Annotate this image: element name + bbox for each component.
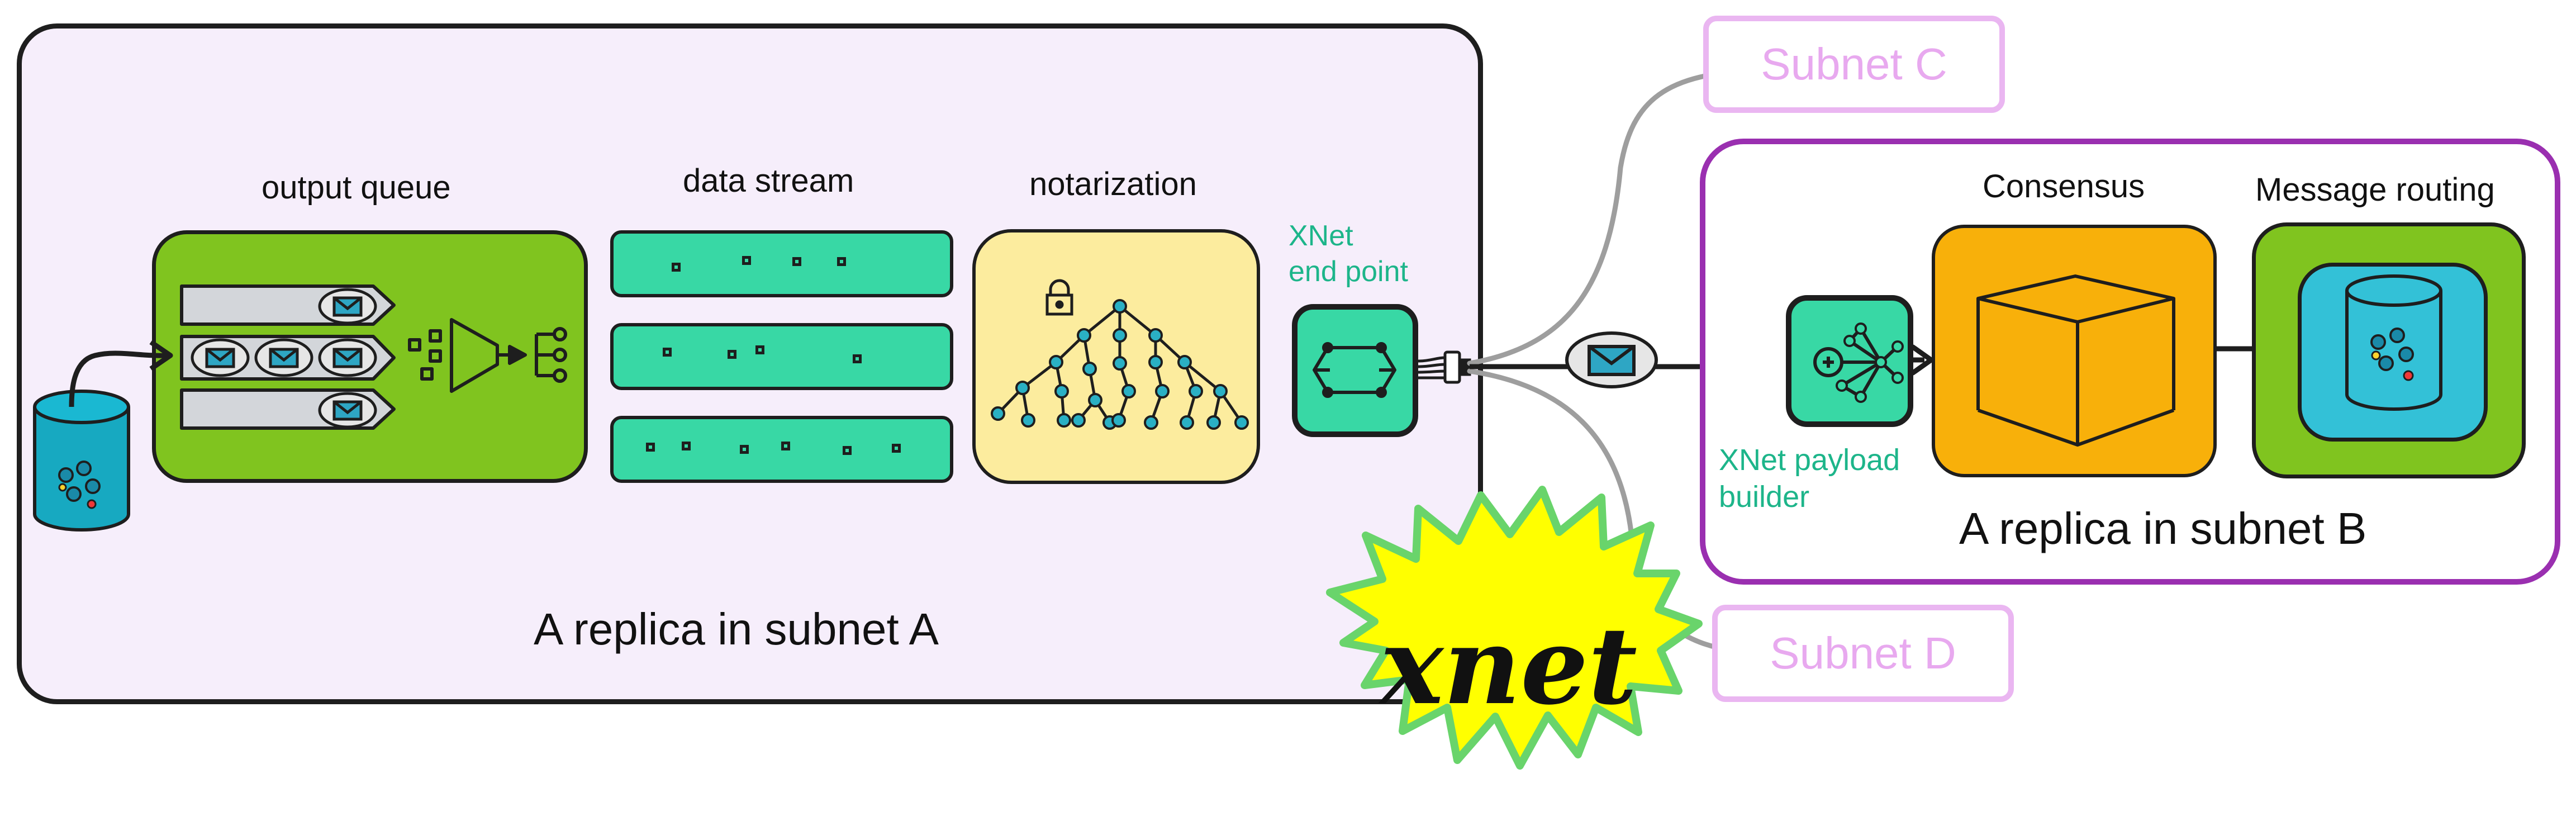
consensus-label: Consensus — [1983, 168, 2145, 205]
xnet-endpoint-label: XNet end point — [1289, 218, 1408, 290]
notarization-label: notarization — [1029, 166, 1197, 202]
subnet-d-box: Subnet D — [1712, 605, 2014, 702]
xnet-endpoint-label-line2: end point — [1289, 255, 1408, 288]
notarization-panel — [972, 229, 1260, 484]
xnet-badge-text: xnet — [1380, 604, 1638, 728]
xnet-endpoint-node — [1292, 304, 1418, 437]
data-stream-3 — [610, 416, 953, 483]
message-routing-label: Message routing — [2255, 172, 2495, 208]
output-queue-label: output queue — [262, 169, 451, 206]
replica-a-title: A replica in subnet A — [534, 604, 939, 654]
payload-builder-label: XNet payload builder — [1719, 442, 1900, 515]
payload-builder-label-line2: builder — [1719, 480, 1810, 514]
xnet-endpoint-label-line1: XNet — [1289, 220, 1353, 252]
data-stream-1 — [610, 230, 953, 297]
subnet-c-label: Subnet C — [1761, 39, 1947, 89]
subnet-d-label: Subnet D — [1770, 628, 1956, 678]
data-stream-label: data stream — [683, 163, 854, 199]
replica-b-title: A replica in subnet B — [1959, 504, 2367, 553]
subnet-c-box: Subnet C — [1703, 16, 2005, 113]
data-stream-2 — [610, 323, 953, 390]
payload-builder-label-line1: XNet payload — [1719, 443, 1900, 477]
